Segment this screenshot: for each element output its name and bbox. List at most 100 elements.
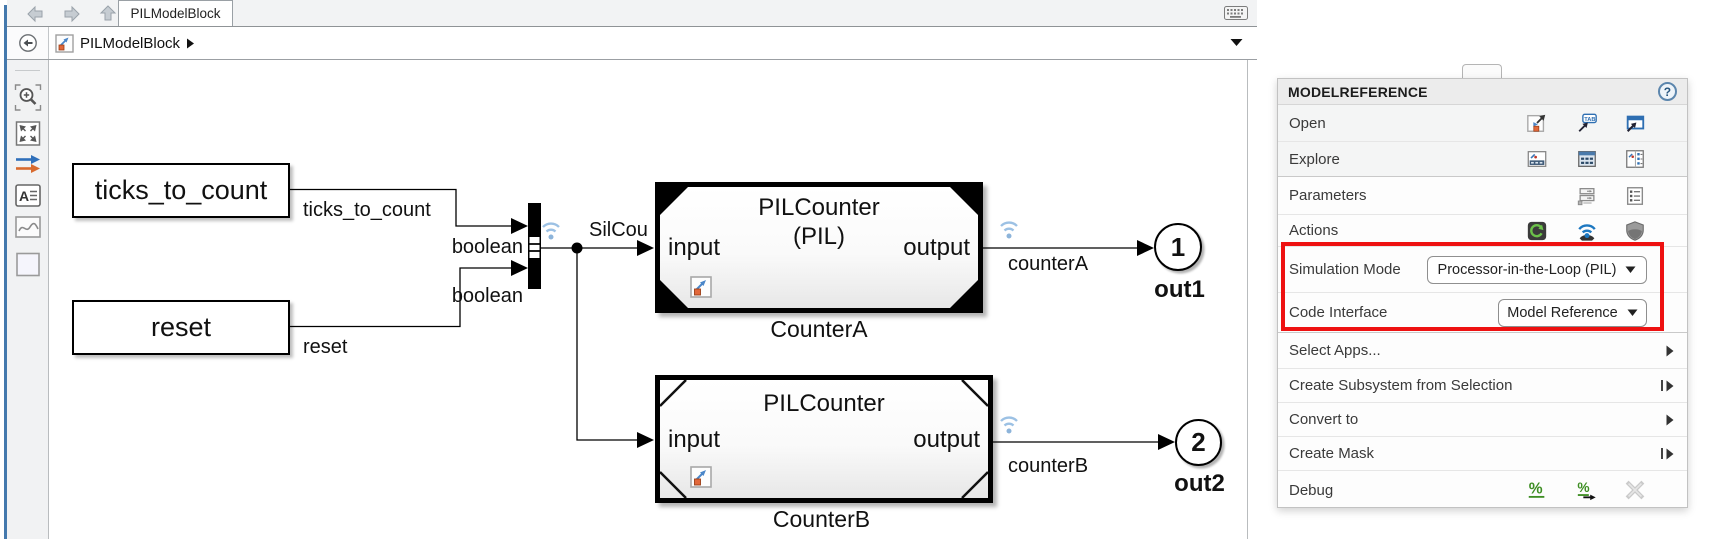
log-signal-icon [1000, 221, 1018, 239]
log-signal-icon [542, 222, 560, 240]
model-browser-icon[interactable] [1526, 148, 1548, 170]
tab-label: PILModelBlock [130, 6, 221, 21]
submenu-arrow-icon [1666, 414, 1674, 425]
signal-branch-line [576, 248, 638, 441]
parameter-list-icon[interactable] [1624, 185, 1646, 207]
help-icon[interactable]: ? [1658, 82, 1677, 101]
up-icon[interactable] [97, 3, 119, 25]
outport-2[interactable]: 2 [1175, 419, 1222, 466]
block-parameters-icon[interactable] [1576, 185, 1598, 207]
signal-label-counter-b[interactable]: counterB [1008, 455, 1089, 477]
palette-divider [15, 70, 40, 71]
outport-2-label: out2 [1174, 470, 1225, 497]
simulation-mode-dropdown[interactable]: Processor-in-the-Loop (PIL) [1427, 255, 1647, 284]
block-counter-b[interactable]: PILCounter input output [655, 375, 993, 503]
code-interface-dropdown[interactable]: Model Reference [1498, 298, 1647, 327]
annotation-icon[interactable]: A [14, 184, 41, 207]
signal-label-reset[interactable]: reset [303, 336, 348, 358]
image-viewer-icon[interactable] [14, 216, 41, 238]
panel-header: MODELREFERENCE ? [1278, 79, 1687, 105]
library-browser-icon[interactable] [1624, 148, 1646, 170]
menu-row-select-apps[interactable]: Select Apps... [1278, 333, 1687, 369]
block-mode: (PIL) [792, 223, 845, 250]
block-ticks-to-count[interactable]: ticks_to_count [72, 163, 290, 218]
submenu-arrow-icon [1666, 448, 1674, 459]
keyboard-icon[interactable] [1223, 3, 1249, 23]
circled-arrow-icon [18, 34, 37, 52]
model-explorer-icon[interactable] [1576, 148, 1598, 170]
breadcrumb-model-name: PILModelBlock [80, 34, 181, 52]
menu-row-open[interactable]: Open TAB [1278, 105, 1687, 142]
signal-label-counter-a[interactable]: counterA [1008, 253, 1089, 275]
menu-row-explore[interactable]: Explore [1278, 142, 1687, 177]
area-box-icon[interactable] [15, 252, 40, 277]
tab-bar: PILModelBlock [7, 0, 1257, 27]
submenu-arrow-icon [1666, 345, 1674, 356]
disabled-clear-icon [1625, 480, 1645, 500]
open-model-icon[interactable] [1526, 112, 1548, 134]
branch-dot [571, 242, 583, 254]
output-port-label: output [913, 426, 980, 453]
menu-row-actions[interactable]: Actions [1278, 215, 1687, 247]
open-in-tab-icon[interactable]: TAB [1576, 112, 1598, 134]
signal-label-boolean-bottom[interactable]: boolean [451, 285, 523, 307]
hide-explorer-button[interactable] [7, 27, 49, 59]
tab-pilmodelblock[interactable]: PILModelBlock [118, 0, 233, 26]
percent-breakpoint-icon[interactable]: % [1526, 479, 1548, 501]
panel-title: MODELREFERENCE [1288, 83, 1428, 100]
model-reference-badge-icon[interactable] [690, 466, 712, 488]
menu-row-debug[interactable]: Debug % % [1278, 471, 1687, 509]
svg-text:TAB: TAB [1584, 117, 1595, 123]
output-port-label: output [903, 234, 970, 261]
update-diagram-icon[interactable] [15, 153, 41, 175]
panel-handle[interactable] [1462, 64, 1502, 79]
model-badge-icon [55, 33, 74, 53]
svg-text:%: % [1577, 480, 1589, 495]
block-reset[interactable]: reset [72, 300, 290, 355]
back-icon[interactable] [25, 3, 47, 25]
block-caption-counter-a[interactable]: CounterA [770, 316, 868, 342]
signal-label-ticks[interactable]: ticks_to_count [303, 199, 431, 221]
model-canvas[interactable]: ticks_to_count reset PILCounter (PIL) in… [50, 60, 1248, 539]
chevron-down-icon [1627, 309, 1638, 316]
menu-row-simulation-mode: Simulation Mode Processor-in-the-Loop (P… [1278, 247, 1687, 293]
outport-1-label: out1 [1154, 276, 1205, 303]
block-caption-counter-b[interactable]: CounterB [772, 506, 871, 532]
fit-to-view-icon[interactable] [15, 121, 40, 146]
modelreference-context-panel: MODELREFERENCE ? Open TAB Exp [1277, 78, 1688, 508]
breadcrumb-bar: PILModelBlock [7, 27, 1257, 60]
log-signal-icon [1000, 416, 1018, 434]
signal-reset-line [288, 267, 511, 328]
signal-label-boolean-top[interactable]: boolean [451, 236, 523, 258]
outport-1[interactable]: 1 [1154, 223, 1202, 271]
open-in-window-icon[interactable] [1624, 112, 1646, 134]
zoom-selection-icon[interactable] [14, 84, 41, 111]
model-reference-badge-icon[interactable] [690, 276, 712, 298]
menu-row-create-mask[interactable]: Create Mask [1278, 437, 1687, 471]
input-port-label: input [668, 234, 721, 261]
log-signals-icon[interactable] [1576, 220, 1598, 242]
normal-corner-marks [660, 380, 988, 498]
svg-text:A: A [19, 188, 29, 204]
breadcrumb[interactable]: PILModelBlock [55, 27, 195, 59]
breadcrumb-arrow-icon [187, 38, 195, 48]
shield-icon[interactable] [1624, 220, 1646, 242]
menu-row-create-subsystem[interactable]: Create Subsystem from Selection [1278, 369, 1687, 403]
submenu-bar [1661, 448, 1663, 459]
breadcrumb-dropdown-icon[interactable] [1230, 38, 1243, 47]
signal-lines [288, 188, 1175, 450]
menu-row-convert-to[interactable]: Convert to [1278, 403, 1687, 437]
canvas-palette: A [7, 60, 49, 539]
svg-text:%: % [1529, 481, 1543, 498]
block-name: PILCounter [763, 390, 885, 417]
block-counter-a[interactable]: PILCounter (PIL) input output [655, 182, 983, 313]
menu-row-parameters[interactable]: Parameters [1278, 177, 1687, 215]
signal-ticks-line [288, 188, 511, 227]
signal-label-bus[interactable]: SilCou [589, 219, 648, 241]
window-accent-line [4, 5, 7, 539]
pil-corner-marks [660, 187, 978, 308]
refresh-icon[interactable] [1526, 220, 1548, 242]
percent-step-icon[interactable]: % [1576, 479, 1598, 501]
forward-icon[interactable] [60, 3, 82, 25]
submenu-arrow-icon [1666, 380, 1674, 391]
